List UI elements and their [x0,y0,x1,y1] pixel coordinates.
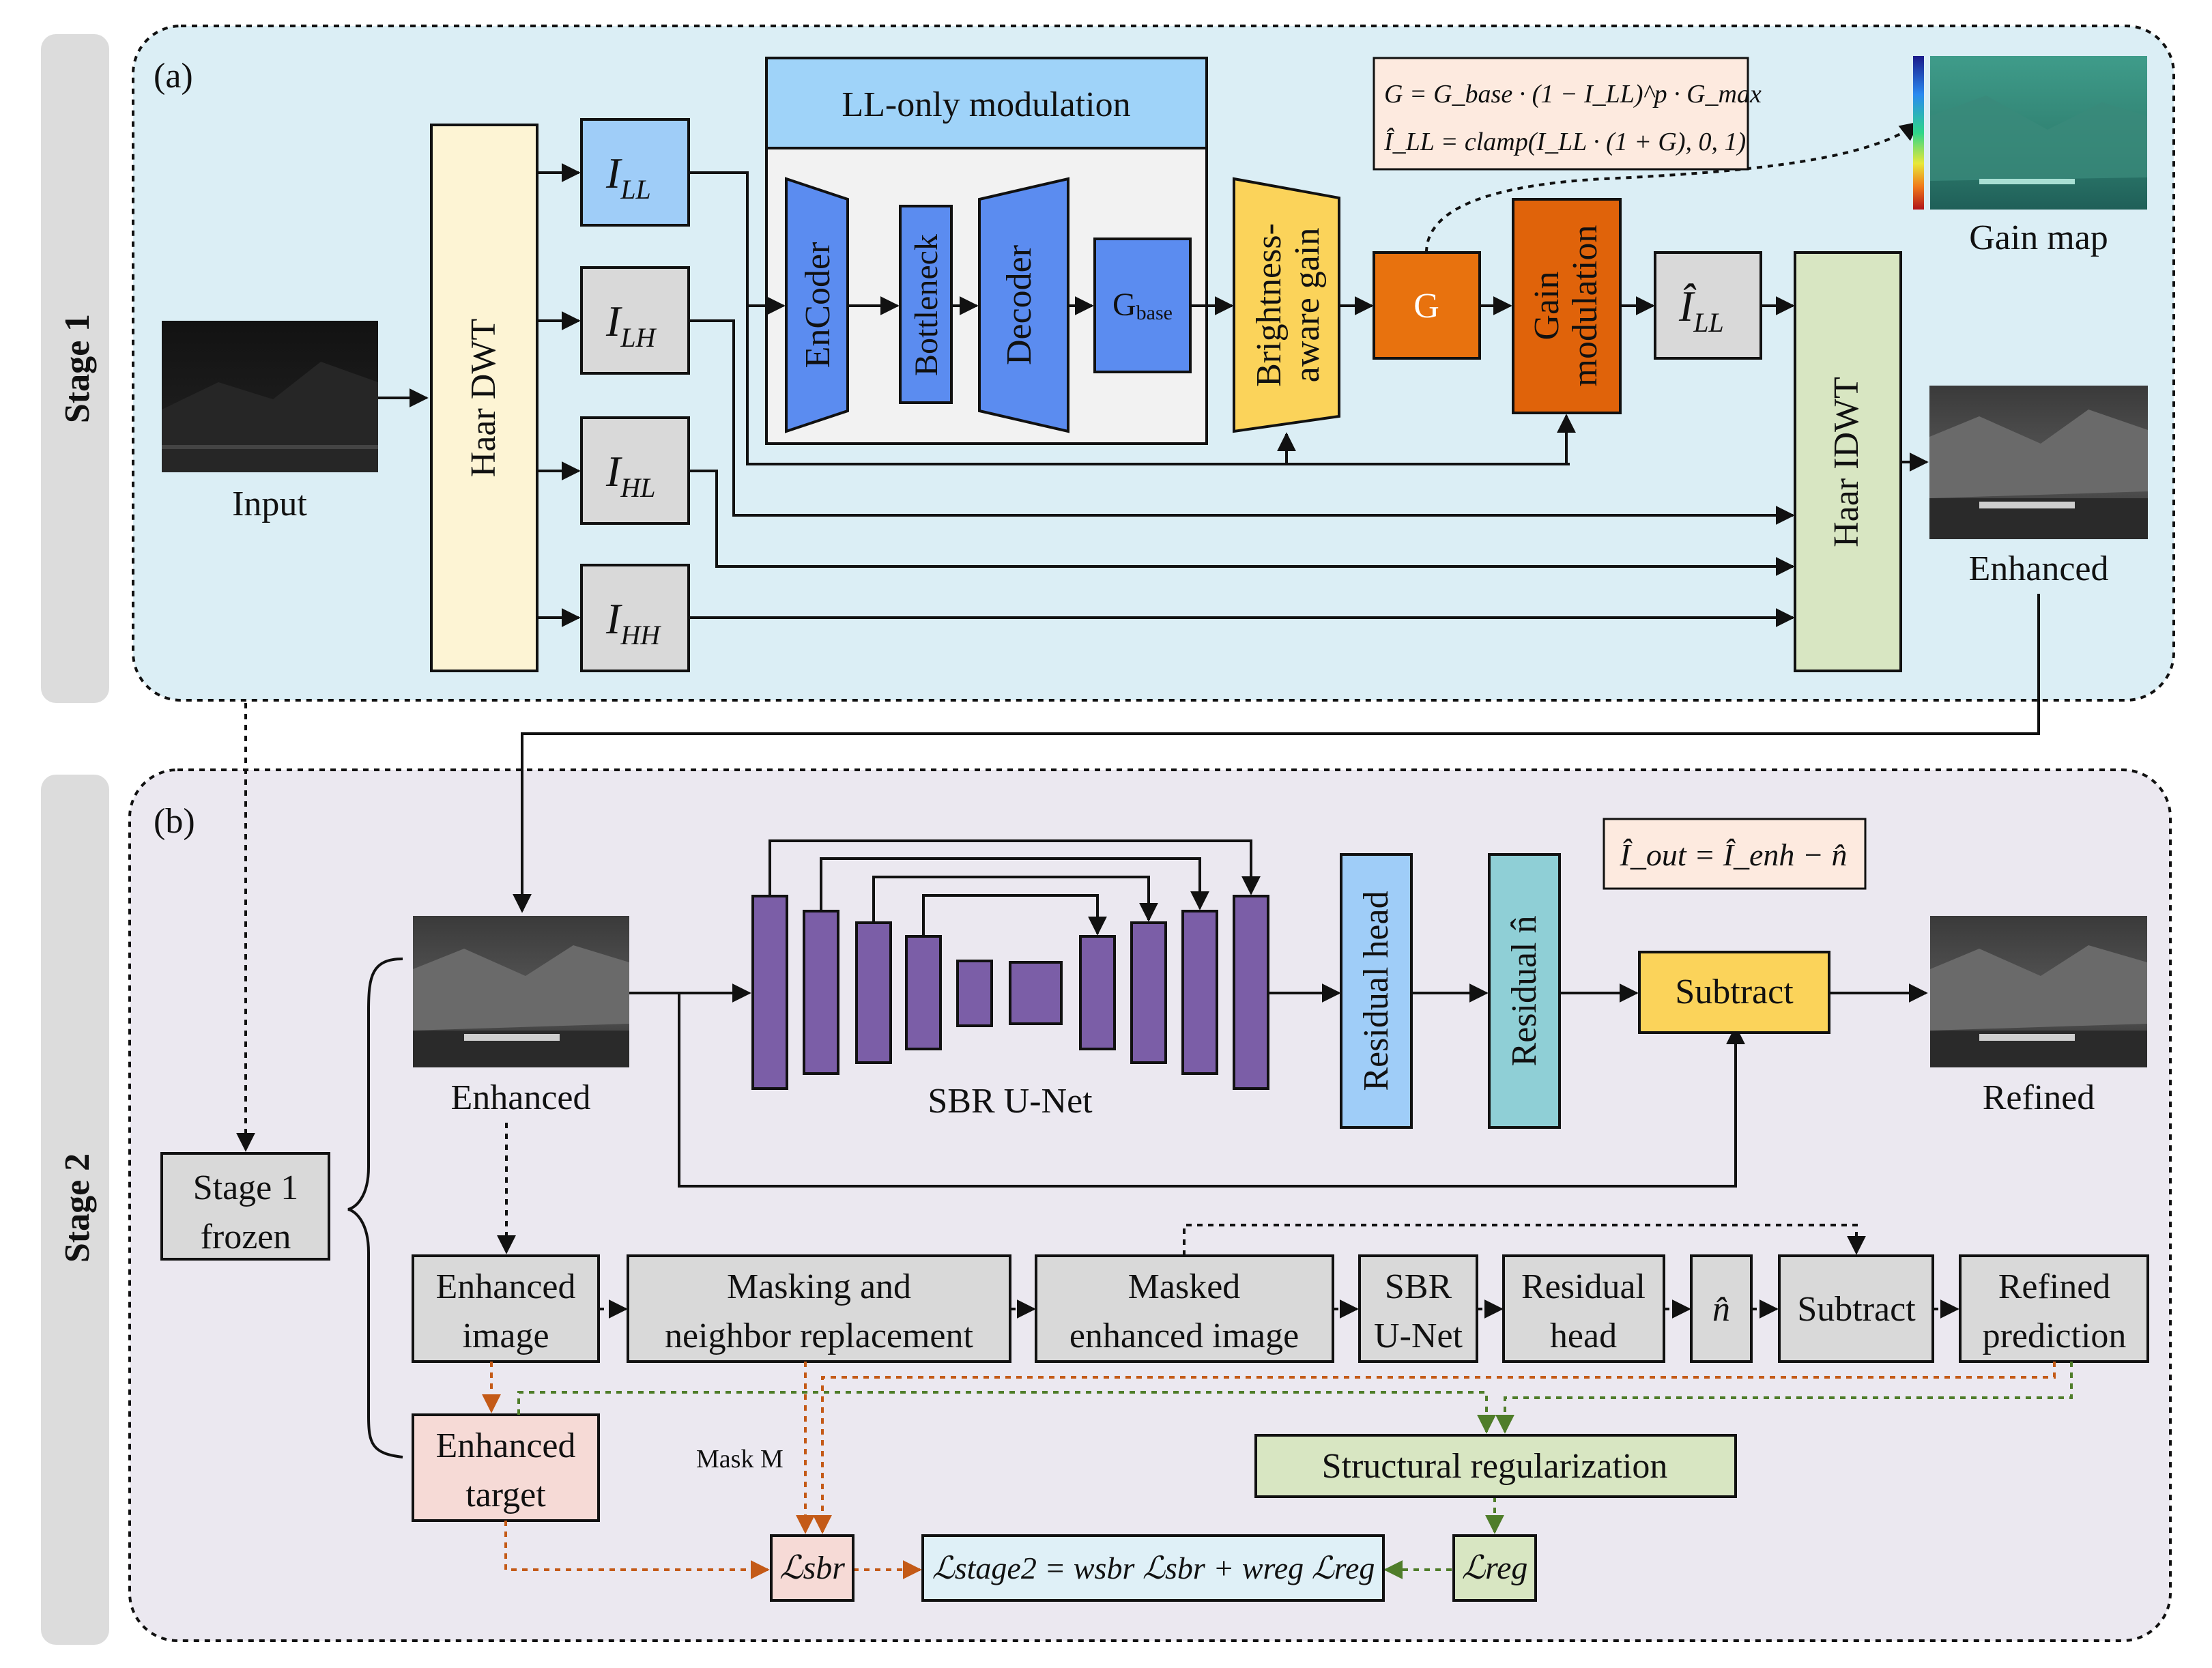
panel-b-label: (b) [154,802,195,841]
panel-a-label: (a) [154,57,193,96]
unet-layer [1181,910,1218,1075]
flow-enhanced-image-box [412,1254,600,1363]
flow-sbr-unet-box [1358,1254,1478,1363]
stage1-enhanced-image [1929,386,2148,539]
structural-reg-box [1254,1434,1737,1498]
subband-lh-label: ILH [605,297,657,353]
stage1-enhanced-label: Enhanced [1968,549,2108,588]
encoder-block [785,177,849,433]
output-formula-box [1603,818,1867,890]
unet-layer [1079,935,1116,1050]
stage2-enhanced-label: Enhanced [450,1078,590,1117]
mask-m-label: Mask M [696,1445,784,1473]
stage2-label: Stage 2 [58,1153,97,1263]
flow-residual-head-box [1502,1254,1665,1363]
gain-modulation-block [1512,198,1622,414]
l-reg-label: ℒreg [1462,1550,1528,1586]
gain-formula-line1: G = G_base · (1 − I_LL)^p · G_max [1384,80,1762,109]
flow-subtract-box [1778,1254,1934,1363]
gbase-block [1093,238,1192,373]
flow-nhat-box [1690,1254,1753,1363]
refined-image [1930,916,2147,1067]
brightness-gain-label: Brightness-aware gain [1250,223,1327,387]
flow-nhat-label: n̂ [1712,1290,1730,1329]
subband-hl-box [580,416,690,525]
stage1-label: Stage 1 [58,314,97,423]
haar-dwt-label: Haar DWT [464,319,503,477]
subband-ll-label: ILL [605,149,651,205]
stage1-frozen-box [160,1152,330,1261]
input-image [162,321,378,472]
decoder-block [978,177,1069,433]
subband-hh-box [580,564,690,672]
input-label: Input [232,485,307,523]
flow-masked-box [1035,1254,1334,1363]
g-label: G [1413,287,1439,326]
stage2-enhanced-image [413,916,629,1067]
unet-layer [751,895,788,1090]
subband-ll-box [580,118,690,227]
l-reg-box [1452,1534,1537,1602]
unet-layer [1130,921,1167,1064]
curly-brace [347,958,403,1458]
enhanced-target-box [412,1413,600,1522]
output-formula: Î_out = Î_enh − n̂ [1620,837,1848,872]
unet-layer [905,935,942,1050]
unet-layer [855,921,892,1064]
sbr-unet [751,839,1269,1090]
loss-formula-box [921,1534,1385,1602]
bottleneck-block [899,205,953,404]
flow-masking-box [627,1254,1011,1363]
gain-modulation-label: Gainmodulation [1527,225,1605,387]
decoder-label: Decoder [1000,245,1039,365]
gain-map-label: Gain map [1969,218,2108,257]
residual-n-label: Residual n̂ [1505,916,1544,1067]
ll-modulation-title: LL-only modulation [842,85,1130,124]
gbase-label: Gbase [1112,287,1173,324]
unet-layer [956,960,993,1027]
gain-formula-box [1373,57,1749,171]
unet-layer [1233,895,1269,1090]
gain-formula-line2: Î_LL = clamp(I_LL · (1 + G), 0, 1) [1383,128,1746,156]
refined-label: Refined [1983,1078,2095,1117]
gain-map-colorbar [1913,56,1924,210]
gain-map-image [1930,56,2147,210]
bottleneck-label: Bottleneck [908,234,945,376]
subband-hl-label: IHL [605,447,655,503]
haar-dwt-block [430,124,538,672]
subband-hh-label: IHH [605,594,661,650]
loss-formula: ℒstage2 = wsbr ℒsbr + wreg ℒreg [932,1551,1375,1585]
subtract-label: Subtract [1675,973,1794,1011]
sbr-unet-label: SBR U-Net [928,1082,1093,1121]
residual-head-label: Residual head [1357,891,1396,1091]
structural-reg-label: Structural regularization [1322,1447,1668,1486]
subband-lh-box [580,266,690,375]
haar-idwt-label: Haar IDWT [1827,377,1866,547]
residual-n-block [1488,853,1561,1129]
stage2-tab [41,775,109,1645]
l-sbr-label: ℒsbr [779,1550,845,1586]
g-block [1373,251,1481,360]
l-sbr-box [770,1534,854,1602]
haar-idwt-block [1794,251,1902,672]
flow-subtract-label: Subtract [1797,1290,1916,1329]
unet-layer [803,910,839,1075]
stage1-tab [41,34,109,703]
unet-layer [1009,961,1063,1025]
brightness-gain-block [1233,177,1340,433]
ll-hat-box [1654,251,1762,360]
residual-head-block [1340,853,1413,1129]
ll-modulation-header [765,57,1208,149]
encoder-label: EnCoder [799,242,837,369]
